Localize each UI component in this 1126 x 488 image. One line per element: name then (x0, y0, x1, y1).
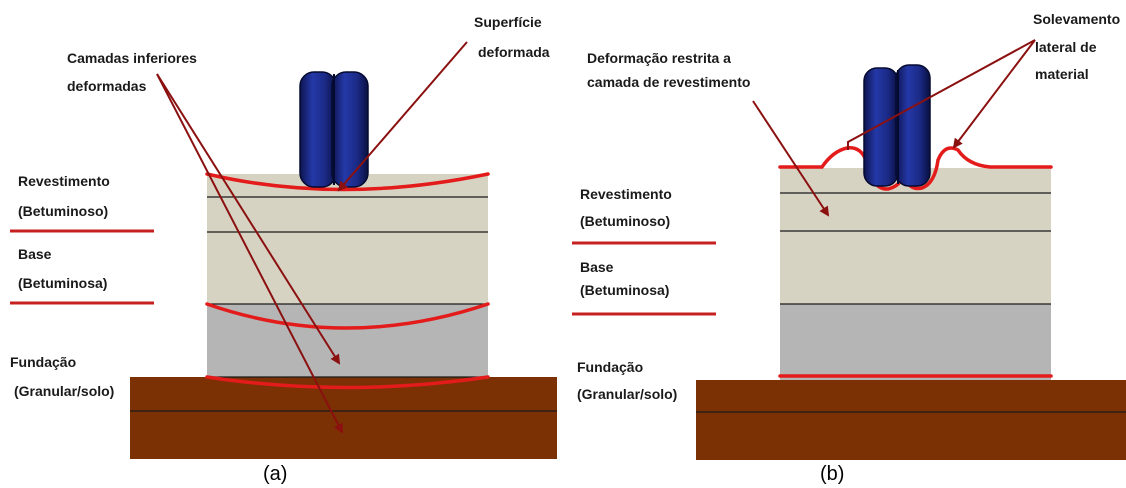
panel-a: Camadas inferiores deformadas Superfície… (10, 14, 557, 485)
bituminous-layers-b (780, 168, 1051, 304)
subgrade-layer-b (696, 380, 1126, 460)
layer-label-base-b: Base (Betuminosa) (580, 259, 669, 298)
panel-b: Deformação restrita a camada de revestim… (572, 11, 1126, 485)
layer-label-fundacao-b: Fundação (Granular/solo) (577, 359, 677, 402)
arrow-heave-right (952, 39, 1036, 149)
annotation-heave-b: Solevamento lateral de material (1033, 11, 1124, 82)
layer-label-base-a: Base (Betuminosa) (18, 246, 107, 291)
arrow-surface-a (337, 41, 468, 192)
bituminous-layers-a (207, 174, 488, 304)
tire-icon (299, 71, 369, 188)
layer-label-fundacao-a: Fundação (Granular/solo) (10, 354, 114, 399)
subgrade-layer-a (130, 377, 557, 459)
arrow-lower-layers-2 (156, 73, 343, 434)
annotation-surface-a: Superfície deformada (474, 14, 550, 60)
arrow-heave-left (847, 39, 1036, 150)
annotation-restricted-b: Deformação restrita a camada de revestim… (587, 50, 750, 90)
layer-label-revestimento-b: Revestimento (Betuminoso) (580, 186, 676, 229)
arrow-restricted-b (752, 100, 830, 217)
tire-icon (863, 64, 931, 187)
granular-layer-b (780, 304, 1051, 380)
layer-label-revestimento-a: Revestimento (Betuminoso) (18, 173, 114, 219)
caption-a: (a) (263, 463, 287, 485)
base-deformation-line-a (205, 302, 490, 330)
caption-b: (b) (820, 463, 844, 485)
subgrade-deformation-line-a (205, 375, 490, 390)
arrow-lower-layers-1 (156, 73, 341, 365)
annotation-lower-layers-a: Camadas inferiores deformadas (67, 50, 201, 94)
